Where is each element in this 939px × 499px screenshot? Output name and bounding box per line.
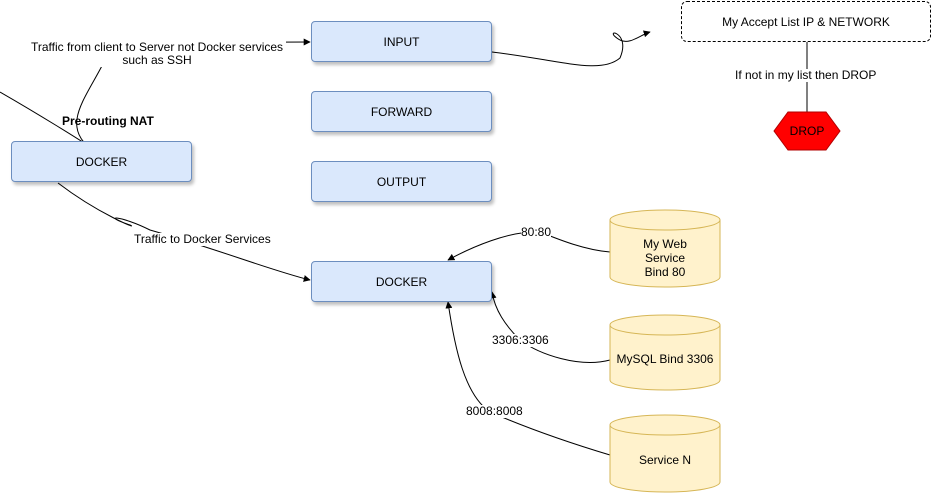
input-chain[interactable]: INPUT [311, 21, 492, 62]
docker-traffic-edge [57, 182, 311, 282]
service-n-edge [445, 301, 611, 456]
output-chain-label: OUTPUT [376, 174, 427, 189]
service-n-cylinder [609, 414, 721, 493]
input-chain-label: INPUT [383, 34, 420, 49]
accept-list-box[interactable]: My Accept List IP & NETWORK [681, 1, 931, 42]
port-service-n-label: 8008:8008 [466, 404, 523, 418]
port-mysql-label: 3306:3306 [492, 333, 549, 347]
port-web-label: 80:80 [521, 225, 552, 239]
drop-label: DROP [789, 124, 825, 138]
mysql-label: MySQL Bind 3306 [616, 352, 714, 366]
docker-prerouting-label: DOCKER [75, 154, 128, 169]
docker-chain-label: DOCKER [375, 274, 428, 289]
docker-chain[interactable]: DOCKER [311, 261, 492, 302]
forward-chain-label: FORWARD [370, 104, 433, 119]
non-docker-traffic-label: Traffic from client to Server not Docker… [28, 41, 286, 67]
docker-prerouting-box[interactable]: DOCKER [11, 141, 192, 182]
service-n-label: Service N [638, 453, 691, 467]
mysql-edge [489, 291, 611, 363]
drop-octagon [773, 111, 841, 151]
not-in-list-label: If not in my list then DROP [735, 68, 877, 82]
output-chain[interactable]: OUTPUT [311, 161, 492, 202]
web-service-label: My Web Service Bind 80 [643, 236, 687, 279]
accept-list-label: My Accept List IP & NETWORK [722, 14, 890, 29]
mysql-cylinder [609, 314, 721, 391]
pre-routing-label: Pre-routing NAT [62, 114, 154, 128]
web-service-cylinder [609, 209, 721, 288]
input-to-accept-list-edge [491, 30, 651, 67]
forward-chain[interactable]: FORWARD [311, 91, 492, 132]
docker-traffic-label: Traffic to Docker Services [134, 232, 271, 246]
